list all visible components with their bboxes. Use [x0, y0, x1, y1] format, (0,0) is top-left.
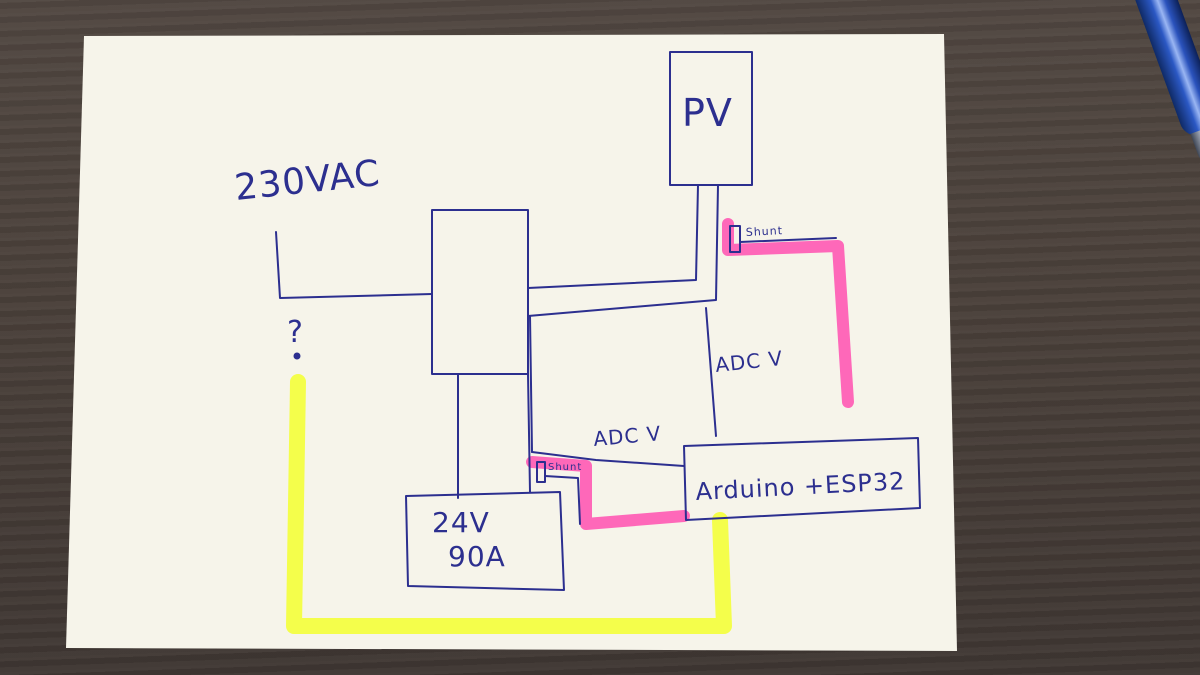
mains-wire	[275, 231, 433, 299]
adc-v-mid-label: ADC V	[592, 421, 662, 451]
shunt-top-label: Shunt	[745, 224, 783, 239]
pink-highlight-pv-shunt	[722, 218, 854, 408]
psu-wire-2	[527, 373, 531, 493]
yellow-highlight-path	[286, 374, 732, 634]
pv-wire-2	[527, 184, 719, 317]
question-mark: ?	[287, 315, 304, 350]
adc-wire-right	[705, 307, 717, 437]
paper-sheet	[66, 34, 957, 651]
shunt-resistor-top	[729, 225, 741, 253]
ink-schematic	[275, 51, 921, 591]
pv-box	[669, 51, 753, 186]
pv-label: PV	[682, 91, 733, 135]
shunt-top-wire	[739, 237, 837, 243]
psu-voltage-label: 24V	[432, 506, 490, 539]
highlighter-marks	[286, 218, 854, 634]
arduino-box	[683, 437, 921, 521]
psu-current-label: 90A	[448, 540, 506, 573]
shunt-bottom-label: Shunt	[548, 462, 582, 473]
shunt-bottom-wire	[544, 475, 581, 525]
shunt-resistor-bottom	[536, 461, 546, 483]
pv-wire-1	[527, 184, 699, 289]
adc-wire-mid	[529, 315, 533, 453]
question-dot	[293, 352, 301, 360]
psu-box	[405, 491, 565, 591]
pink-highlight-battery-shunt	[526, 456, 690, 530]
center-box	[431, 209, 529, 375]
adc-sense-wire	[531, 451, 685, 467]
